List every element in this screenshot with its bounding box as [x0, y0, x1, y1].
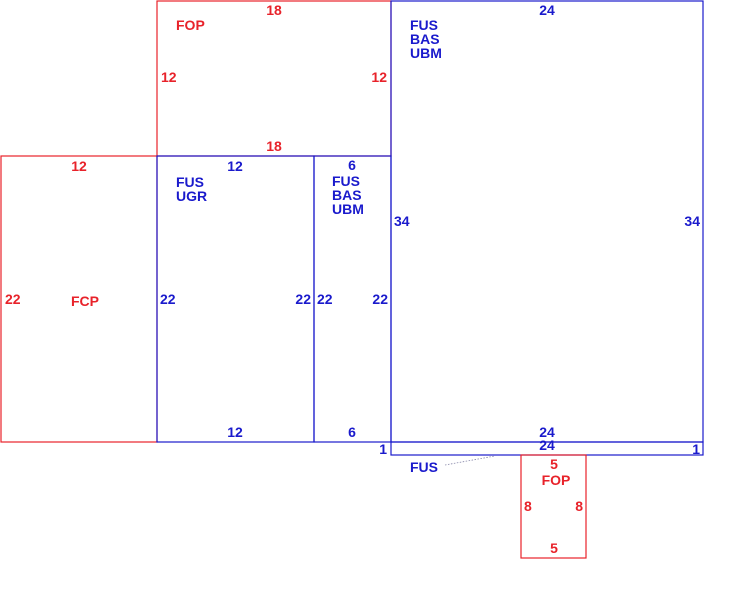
fus-bas-ubm-large-outline [390, 0, 704, 443]
fus-bas-ubm-large-right-dimension: 34 [684, 213, 700, 229]
fus-bas-ubm-large-bottom-dimension: 24 [539, 424, 555, 440]
fus-strip-area: 24 1 1 FUS [379, 437, 704, 475]
top-fop-area: FOP 18 18 12 12 [156, 0, 392, 157]
fus-bas-ubm-large-top-dimension: 24 [539, 2, 555, 18]
fus-bas-ubm-small-code-2: BAS [332, 187, 362, 203]
fus-bas-ubm-large-area: FUS BAS UBM 24 24 34 34 [390, 0, 704, 443]
fus-ugr-code-1: FUS [176, 174, 204, 190]
fcp-code: FCP [71, 293, 99, 309]
fus-bas-ubm-large-left-dimension: 34 [394, 213, 410, 229]
fus-ugr-area: FUS UGR 12 12 22 22 [156, 155, 315, 443]
fcp-left-dimension: 22 [5, 291, 21, 307]
top-fop-top-dimension: 18 [266, 2, 282, 18]
fus-bas-ubm-large-code-3: UBM [410, 45, 442, 61]
fus-strip-right-dimension: 1 [692, 441, 700, 457]
fus-bas-ubm-large-code-1: FUS [410, 17, 438, 33]
bottom-fop-outline [520, 454, 587, 559]
fus-ugr-bottom-dimension: 12 [227, 424, 243, 440]
fus-bas-ubm-small-right-dimension: 22 [372, 291, 388, 307]
bottom-fop-right-dimension: 8 [575, 498, 583, 514]
top-fop-left-dimension: 12 [161, 69, 177, 85]
bottom-fop-code: FOP [542, 472, 571, 488]
fus-bas-ubm-large-code-2: BAS [410, 31, 440, 47]
fcp-area: FCP 12 22 [0, 155, 158, 443]
fcp-top-dimension: 12 [71, 158, 87, 174]
fus-ugr-top-dimension: 12 [227, 158, 243, 174]
fus-bas-ubm-small-area: FUS BAS UBM 6 6 22 22 [313, 155, 392, 443]
bottom-fop-area: 5 FOP 8 8 5 [520, 454, 587, 559]
fus-bas-ubm-small-top-dimension: 6 [348, 157, 356, 173]
fus-strip-top-dimension: 24 [539, 437, 555, 453]
fus-strip-left-dimension: 1 [379, 441, 387, 457]
fus-ugr-left-dimension: 22 [160, 291, 176, 307]
top-fop-code: FOP [176, 17, 205, 33]
top-fop-right-dimension: 12 [371, 69, 387, 85]
fus-bas-ubm-small-code-3: UBM [332, 201, 364, 217]
fus-bas-ubm-small-bottom-dimension: 6 [348, 424, 356, 440]
fus-ugr-code-2: UGR [176, 188, 207, 204]
bottom-fop-left-dimension: 8 [524, 498, 532, 514]
bottom-fop-top-dimension: 5 [550, 456, 558, 472]
fus-strip-code: FUS [410, 459, 438, 475]
fus-bas-ubm-small-code-1: FUS [332, 173, 360, 189]
fus-bas-ubm-small-left-dimension: 22 [317, 291, 333, 307]
fus-strip-leader-line [444, 455, 496, 466]
fus-ugr-right-dimension: 22 [295, 291, 311, 307]
top-fop-bottom-dimension: 18 [266, 138, 282, 154]
bottom-fop-bottom-dimension: 5 [550, 540, 558, 556]
